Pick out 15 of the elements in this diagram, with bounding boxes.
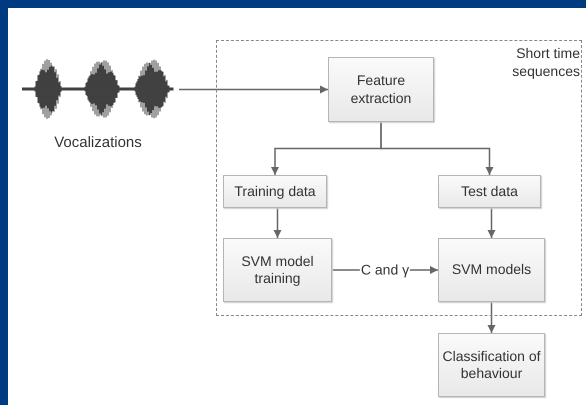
dashed-group-frame: [216, 40, 582, 316]
arrow: [380, 122, 494, 175]
arrow: [488, 302, 496, 333]
arrow: [488, 208, 496, 238]
edge-label: C and γ: [360, 262, 410, 278]
arrow: [274, 208, 282, 238]
process-box: Feature extraction: [328, 57, 434, 122]
caption-text: Vocalizations: [54, 134, 142, 151]
process-box: SVM model training: [223, 238, 332, 302]
process-box: Training data: [223, 175, 327, 208]
process-box: Test data: [438, 175, 541, 208]
process-box: Classification of behaviour: [438, 333, 545, 397]
arrow: [179, 86, 328, 94]
group-title: Short time sequences: [511, 45, 580, 80]
process-box: SVM models: [438, 238, 545, 302]
